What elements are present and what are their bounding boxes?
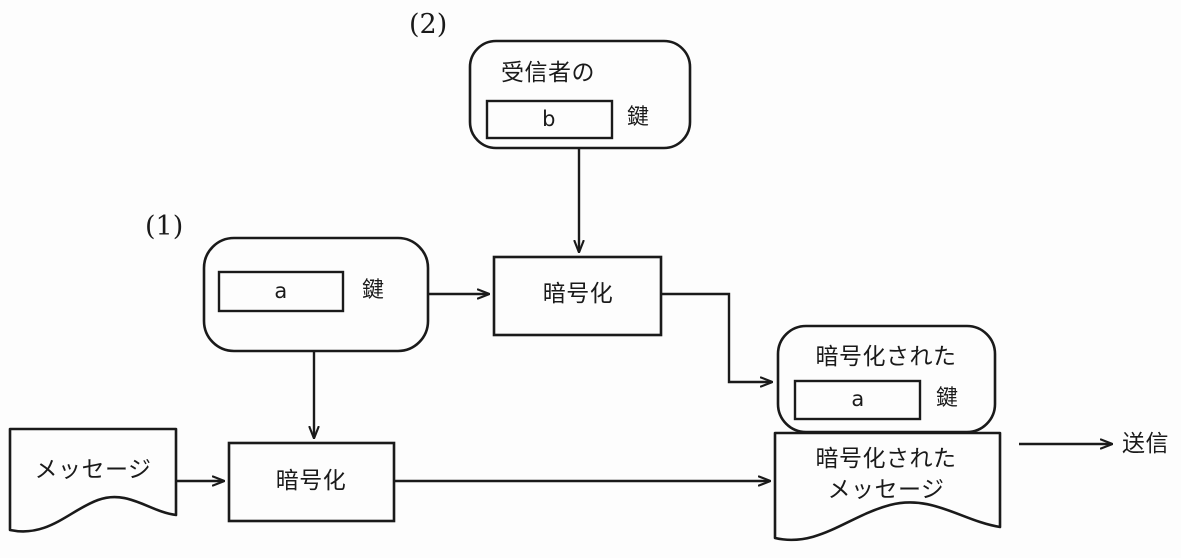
encrypted-key-inner-box — [793, 379, 922, 421]
recipient-key-inner-box — [485, 99, 614, 140]
recipient-key-suffix: 鍵 — [627, 105, 650, 130]
send-label: 送信 — [1122, 431, 1169, 457]
encrypt-lower-label: 暗号化 — [275, 468, 347, 494]
encrypted-message-line-1: 暗号化された — [815, 446, 957, 472]
sender-key-inner-box — [217, 270, 345, 313]
encrypt-upper-label: 暗号化 — [542, 281, 614, 307]
connector-encrypt-upper-to-encrypted-key — [661, 292, 772, 382]
encrypted-key-heading: 暗号化された — [815, 344, 957, 370]
encrypted-key-value: a — [851, 387, 865, 411]
sender-key-suffix: 鍵 — [362, 278, 385, 303]
encrypted-message-line-2: メッセージ — [827, 477, 945, 503]
step-2-label: (2) — [409, 9, 448, 40]
encrypted-key-suffix: 鍵 — [936, 386, 959, 411]
sender-key-value: a — [274, 279, 288, 303]
encrypt-lower-box — [227, 441, 396, 523]
recipient-key-value: b — [542, 107, 556, 131]
encrypted-message-document-shape — [773, 431, 1002, 542]
message-document-shape — [8, 427, 178, 533]
encrypt-upper-box — [492, 255, 663, 337]
recipient-key-heading: 受信者の — [501, 60, 595, 86]
message-label: メッセージ — [34, 457, 152, 483]
step-1-label: (1) — [145, 211, 184, 242]
